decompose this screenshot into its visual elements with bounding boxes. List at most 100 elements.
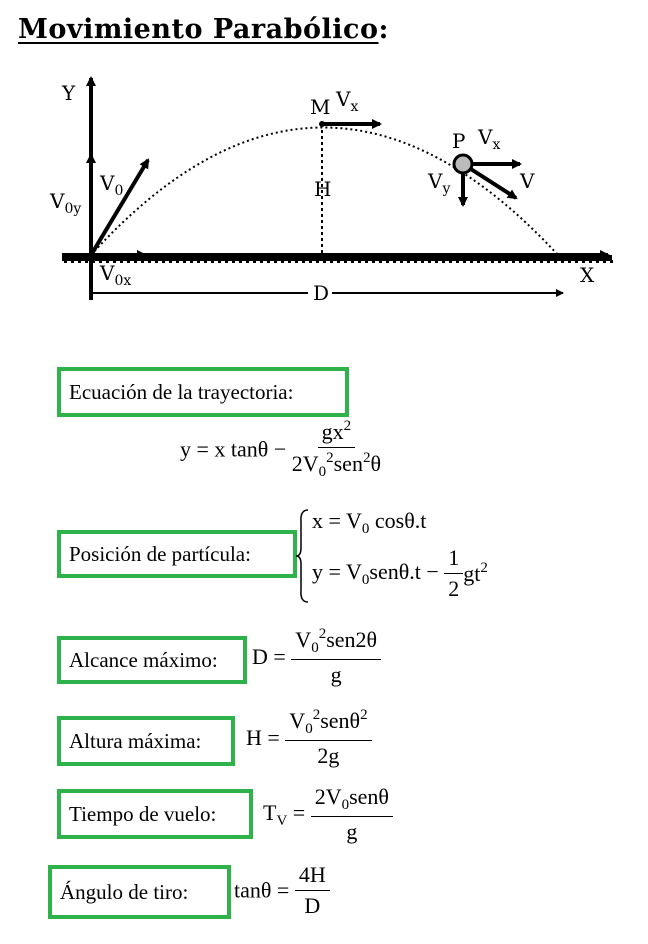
ground-dot — [197, 260, 200, 263]
ground-dot — [309, 260, 312, 263]
ground-dot — [267, 260, 270, 263]
ground-dot — [449, 260, 452, 263]
ground-dot — [141, 260, 144, 263]
ground-dot — [323, 260, 326, 263]
alcance-label-box: Alcance máximo: — [57, 636, 247, 684]
ground-dot — [603, 260, 606, 263]
ground-dot — [393, 260, 396, 263]
angulo-label: Ángulo de tiro: — [60, 879, 189, 904]
ground-dot — [498, 260, 501, 263]
vx-p-label: Vx — [477, 125, 500, 153]
ground-dot — [610, 260, 613, 263]
tiempo-label-box: Tiempo de vuelo: — [57, 789, 253, 839]
height-label: H — [314, 177, 331, 201]
x-axis-label: X — [580, 263, 595, 287]
ground-dot — [596, 260, 599, 263]
ground-dot — [351, 260, 354, 263]
ground-dot — [442, 260, 445, 263]
ground-dot — [64, 260, 67, 263]
ground-dot — [582, 260, 585, 263]
alcance-label: Alcance máximo: — [69, 647, 218, 672]
ground-dot — [127, 260, 130, 263]
ground-dot — [211, 260, 214, 263]
projectile-diagram: Y X V0 V0y V0x M Vx H P Vx Vy V D — [49, 76, 613, 305]
ground-dot — [190, 260, 193, 263]
ground-dot — [533, 260, 536, 263]
point-m-label: M — [310, 95, 330, 119]
ground-dot — [491, 260, 494, 263]
ground-dot — [218, 260, 221, 263]
ground-dot — [589, 260, 592, 263]
ground-dot — [162, 260, 165, 263]
ground-dot — [372, 260, 375, 263]
v0-label: V0 — [99, 171, 123, 199]
vx-m-label: Vx — [335, 87, 358, 115]
posicion-label: Posición de partícula: — [69, 541, 251, 566]
ground-dot — [169, 260, 172, 263]
ground-dot — [400, 260, 403, 263]
ground-dot — [512, 260, 515, 263]
ground-dot — [176, 260, 179, 263]
ground-dot — [274, 260, 277, 263]
position-x-formula: x = V0 cosθ.t — [312, 508, 427, 537]
ground-dot — [239, 260, 242, 263]
ground-dot — [148, 260, 151, 263]
ground-dot — [78, 260, 81, 263]
ground-dot — [484, 260, 487, 263]
vy-p-label: Vy — [427, 169, 450, 197]
ground-dot — [295, 260, 298, 263]
ground-dot — [120, 260, 123, 263]
ground-dot — [358, 260, 361, 263]
ground-dot — [540, 260, 543, 263]
ground-dot — [302, 260, 305, 263]
ground-dot — [421, 260, 424, 263]
v-p-label: V — [519, 169, 535, 193]
y-axis-label: Y — [61, 81, 76, 105]
ground-dot — [554, 260, 557, 263]
v0x-label: V0x — [99, 261, 131, 289]
ground-dot — [519, 260, 522, 263]
ground-dot — [85, 260, 88, 263]
point-p-ball — [452, 153, 474, 175]
v0-vector — [89, 158, 150, 257]
ground-dot — [435, 260, 438, 263]
trayectoria-label: Ecuación de la trayectoria: — [69, 379, 294, 404]
ground-dot — [470, 260, 473, 263]
ground-dot — [561, 260, 564, 263]
ground-dot — [92, 260, 95, 263]
tiempo-label: Tiempo de vuelo: — [69, 801, 217, 826]
ground-dot — [281, 260, 284, 263]
distance-label: D — [313, 281, 329, 305]
ground-dot — [204, 260, 207, 263]
ground-dot — [260, 260, 263, 263]
posicion-label-box: Posición de partícula: — [57, 530, 297, 578]
ground-dot — [113, 260, 116, 263]
altura-label: Altura máxima: — [69, 728, 202, 753]
ground-hatch — [62, 255, 612, 261]
point-p-label: P — [452, 129, 465, 153]
ground-dot — [456, 260, 459, 263]
ground-dot — [330, 260, 333, 263]
ground-dot — [386, 260, 389, 263]
ground-dot — [225, 260, 228, 263]
v0y-label: V0y — [49, 189, 81, 217]
ground-dot — [379, 260, 382, 263]
ground-dot — [183, 260, 186, 263]
ground-dot — [505, 260, 508, 263]
ground-dot — [155, 260, 158, 263]
system-brace — [296, 509, 309, 603]
ground-dot — [407, 260, 410, 263]
trayectoria-label-box: Ecuación de la trayectoria: — [57, 367, 349, 417]
ground-dot — [106, 260, 109, 263]
ground-dot — [463, 260, 466, 263]
ground-dot — [477, 260, 480, 263]
ground-dot — [575, 260, 578, 263]
ground-dot — [253, 260, 256, 263]
ground-dot — [365, 260, 368, 263]
